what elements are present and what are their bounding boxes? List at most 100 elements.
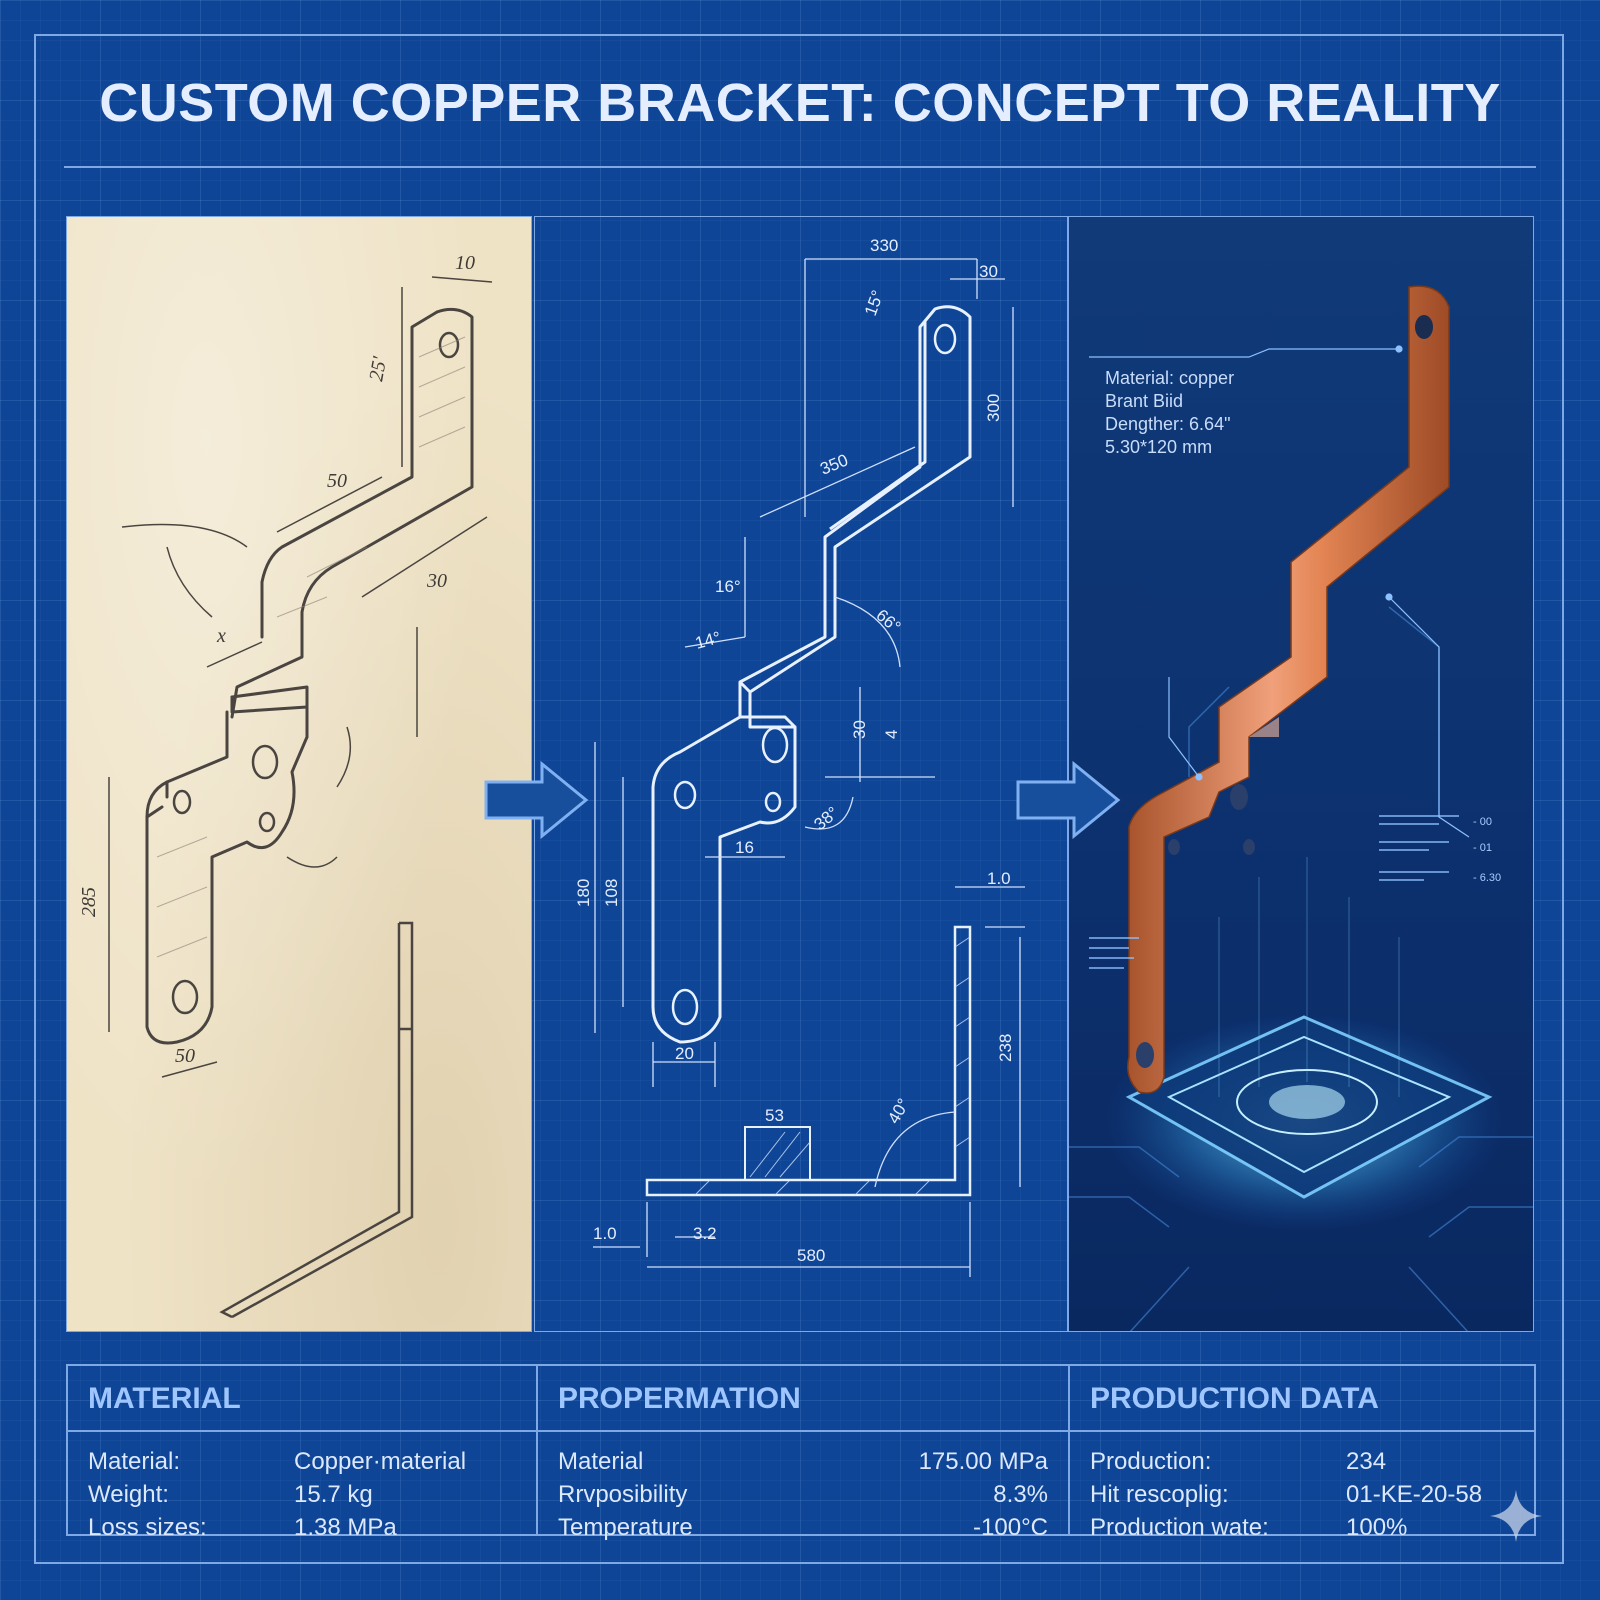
row-value: -100°C (973, 1514, 1048, 1541)
sketch-outline-bottom (145, 710, 309, 1045)
cad-hole-bottom (671, 988, 699, 1026)
arrow-right-icon (1016, 760, 1121, 840)
row-label: Temperature (558, 1514, 693, 1541)
cad-dim-16: 16 (735, 838, 754, 857)
title-divider (64, 166, 1536, 168)
row-label: Production: (1090, 1448, 1212, 1475)
copper-bracket (1127, 285, 1450, 1094)
sketch-dim-50b: 50 (175, 1045, 195, 1067)
table-row: Production wate: 100% (1090, 1512, 1514, 1544)
copper-render: - 00 - 01 - 6.30 (1069, 285, 1533, 1331)
production-rule (1070, 1430, 1534, 1432)
outer-frame (34, 34, 1564, 1564)
cad-dim-30a: 30 (979, 262, 998, 281)
sketch-dim-30: 30 (426, 570, 447, 592)
row-value: 01-KE-20-58 (1346, 1481, 1483, 1508)
cad-dim-580: 580 (797, 1246, 825, 1265)
arrow-right-icon (484, 760, 589, 840)
propermation-rule (538, 1430, 1068, 1432)
table-row: Material 175.00 MPa (558, 1446, 1048, 1478)
production-column: PRODUCTION DATA Production: 234 Hit resco… (1068, 1366, 1534, 1541)
cad-dim-14: 14° (693, 628, 723, 653)
cad-outline-main (651, 305, 972, 1044)
sketch-dim-top: 10 (455, 252, 475, 274)
cad-dim-4: 4 (882, 730, 901, 739)
readout-00: - 00 (1473, 816, 1492, 828)
sketch-panel: 10 25' 50 30 x 285 50 (66, 216, 532, 1332)
table-row: Temperature -100°C (558, 1512, 1048, 1544)
material-column: MATERIAL Material: Copper·material Weight… (68, 1366, 536, 1541)
holo-platform (1104, 857, 1504, 1232)
cad-dim-20: 20 (675, 1044, 694, 1063)
cad-dim-30b: 30 (850, 720, 869, 739)
sketch-hole-bottom (171, 979, 199, 1015)
propermation-heading: PROPERMATION (558, 1382, 801, 1415)
cad-dim-300: 300 (984, 394, 1003, 422)
table-row: Rrvposibility 8.3% (558, 1479, 1048, 1511)
row-label: Loss sizes: (88, 1514, 207, 1541)
sketch-dim-285: 285 (78, 887, 100, 917)
callout-line-4: 5.30*120 mm (1105, 437, 1213, 457)
table-row: Weight: 15.7 kg (88, 1479, 516, 1511)
sketch-outline-top (230, 307, 474, 719)
sketch-dim-25: 25' (365, 354, 391, 382)
cad-dim-108: 108 (602, 879, 621, 907)
row-value: 8.3% (993, 1481, 1048, 1508)
render-callout: Material: copper Brant Biid Dengther: 6.… (1105, 367, 1234, 459)
spec-table: MATERIAL Material: Copper·material Weight… (66, 1364, 1536, 1541)
cad-dim-32: 3.2 (693, 1224, 717, 1243)
cad-drawing: 330 30 15° 300 350 16° 66° 14° 30 4 38° … (574, 236, 1025, 1277)
sketch-dim-50a: 50 (327, 470, 347, 492)
sketch-hole-top (438, 331, 460, 359)
sketch-dim-x: x (216, 625, 226, 647)
cad-dim-330: 330 (870, 236, 898, 255)
cad-dim-238: 238 (996, 1034, 1015, 1062)
cad-dim-40: 40° (884, 1095, 913, 1127)
readout-630: - 6.30 (1473, 872, 1501, 884)
cad-dim-16deg: 16° (715, 577, 741, 596)
cad-dim-10a: 1.0 (987, 869, 1011, 888)
sketch-hole-mid (251, 744, 279, 780)
row-label: Weight: (88, 1481, 169, 1508)
cad-hole-top (933, 323, 957, 355)
pencil-sketch-drawing: 10 25' 50 30 x 285 50 (78, 252, 493, 1319)
row-label: Material (558, 1448, 644, 1475)
cad-dim-350: 350 (817, 450, 850, 478)
row-value: 1.38 MPa (294, 1514, 397, 1541)
material-heading: MATERIAL (88, 1382, 241, 1415)
row-value: 100% (1346, 1514, 1408, 1541)
cad-hole-mid (761, 726, 789, 764)
sparkle-icon (1490, 1490, 1542, 1542)
table-row: Material: Copper·material (88, 1446, 516, 1478)
cad-dim-180: 180 (574, 879, 593, 907)
propermation-column: PROPERMATION Material 175.00 MPa Rrvposib… (536, 1366, 1068, 1541)
cad-dim-53: 53 (765, 1106, 784, 1125)
readout-01: - 01 (1473, 842, 1492, 854)
row-label: Material: (88, 1448, 181, 1475)
row-label: Production wate: (1090, 1514, 1269, 1541)
row-value: 175.00 MPa (918, 1448, 1048, 1475)
table-row: Hit rescoplig: 01-KE-20-58 (1090, 1479, 1514, 1511)
callout-line-2: Brant Biid (1105, 391, 1184, 411)
callout-line-3: Dengther: 6.64" (1105, 414, 1231, 434)
material-rule (68, 1430, 536, 1432)
table-row: Production: 234 (1090, 1446, 1514, 1478)
cad-dim-15: 15° (861, 288, 888, 319)
table-row: Loss sizes: 1.38 MPa (88, 1512, 516, 1544)
cad-dim-10b: 1.0 (593, 1224, 617, 1243)
production-heading: PRODUCTION DATA (1090, 1382, 1379, 1415)
row-value: 234 (1346, 1448, 1387, 1475)
cad-panel: 330 30 15° 300 350 16° 66° 14° 30 4 38° … (534, 216, 1068, 1332)
cad-dim-66: 66° (872, 606, 904, 637)
row-value: 15.7 kg (294, 1481, 373, 1508)
cad-side-profile (645, 925, 972, 1197)
row-value: Copper·material (294, 1448, 467, 1475)
render-panel: - 00 - 01 - 6.30 Material: copper Brant … (1068, 216, 1534, 1332)
sketch-side-profile (219, 921, 414, 1319)
page-title: CUSTOM COPPER BRACKET: CONCEPT TO REALIT… (99, 73, 1501, 133)
row-label: Hit rescoplig: (1090, 1481, 1229, 1508)
callout-line-1: Material: copper (1105, 368, 1235, 388)
cad-block-53 (744, 1126, 811, 1181)
row-label: Rrvposibility (558, 1481, 688, 1508)
